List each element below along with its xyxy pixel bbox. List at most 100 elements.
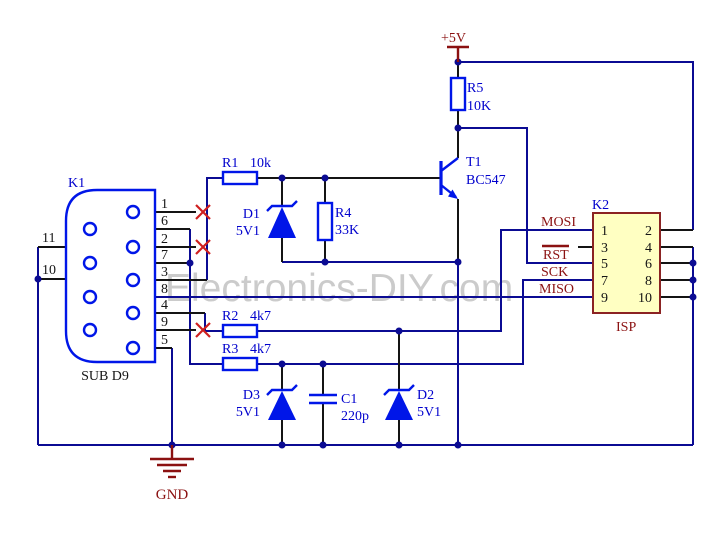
k2-pin-number: 8 [645, 274, 652, 289]
resistor-r4: R4 33K [316, 201, 359, 242]
zener-d1: D1 5V1 [236, 200, 298, 239]
r1-designator: R1 [222, 156, 238, 171]
r5-designator: R5 [467, 81, 483, 96]
vcc-symbol: +5V [441, 31, 469, 62]
k1-pin1-circle [125, 204, 141, 220]
k1-body [64, 188, 157, 364]
capacitor-c1: C1 220p [309, 392, 369, 424]
k2-pin-number: 9 [601, 291, 608, 306]
k1-type-label: SUB D9 [81, 369, 129, 384]
k2-type-label: ISP [616, 320, 636, 335]
r4-body [316, 201, 334, 242]
k1-pin-number: 3 [161, 265, 168, 280]
k1-pin3-circle [125, 272, 141, 288]
junction-dot [34, 275, 42, 283]
wire-mosi-run [257, 229, 593, 332]
zener-d2: D2 5V1 [383, 384, 441, 420]
signal-labels: MOSI RST SCK MISO [539, 215, 576, 297]
k1-pin-number: 6 [161, 214, 168, 229]
r5-value: 10K [467, 99, 491, 114]
d2-value: 5V1 [417, 405, 441, 420]
no-connect-marks [195, 204, 211, 338]
zener-d3: D3 5V1 [236, 384, 298, 420]
wire-sck-run [257, 279, 593, 365]
junction-dot [278, 360, 286, 368]
resistor-r5: R5 10K [449, 76, 491, 114]
t1-collector-lead [440, 157, 459, 172]
no-connect-x-icon [195, 204, 211, 220]
k1-pin9-circle [82, 322, 98, 338]
k1-pin6-circle [82, 221, 98, 237]
c1-value: 220p [341, 409, 369, 424]
k2-pin-number: 3 [601, 241, 608, 256]
miso-label: MISO [539, 282, 574, 297]
k2-body [592, 212, 661, 314]
resistor-r2: R2 4k7 [221, 309, 271, 339]
r2-body [221, 323, 259, 339]
d1-value: 5V1 [236, 224, 260, 239]
k1-designator: K1 [68, 176, 85, 191]
t1-emitter-arrow-icon [448, 189, 458, 199]
sck-label: SCK [541, 265, 568, 280]
k1-shell-pin-number: 10 [42, 263, 56, 278]
junction-dot [278, 174, 286, 182]
k2-pin-number: 5 [601, 257, 608, 272]
k1-pin-number: 7 [161, 248, 168, 263]
k2-pin-number: 2 [645, 224, 652, 239]
d1-anode-triangle [268, 207, 296, 238]
d1-designator: D1 [243, 207, 260, 222]
wire-vcc-run [458, 61, 694, 230]
k1-pin7-circle [82, 255, 98, 271]
wire-pin67-to-r3 [189, 229, 223, 365]
junction-dot [278, 441, 286, 449]
junction-dots [34, 58, 697, 449]
k2-pin-number: 10 [638, 291, 652, 306]
k2-pin-number: 4 [645, 241, 652, 256]
wire-pin4-to-r2 [204, 313, 223, 332]
resistor-r1: R1 10k [221, 156, 271, 186]
junction-dot [319, 360, 327, 368]
junction-dot [689, 276, 697, 284]
no-connect-x-icon [195, 239, 211, 255]
r5-body [449, 76, 467, 112]
wire-rst-run [458, 127, 593, 264]
d2-anode-triangle [385, 391, 413, 420]
k2-pin-number: 6 [645, 257, 652, 272]
connector-k2: K2 ISP 1 3 5 7 9 2 4 6 8 10 [592, 198, 661, 335]
r1-value: 10k [250, 156, 271, 171]
k1-pin8-circle [82, 289, 98, 305]
d3-cathode-bar [266, 384, 298, 396]
vcc-label: +5V [441, 31, 466, 46]
mosi-label: MOSI [541, 215, 576, 230]
no-connect-x-icon [195, 322, 211, 338]
k1-pin5-circle [125, 340, 141, 356]
r1-body [221, 170, 259, 186]
k1-pin-number: 9 [161, 315, 168, 330]
d2-designator: D2 [417, 388, 434, 403]
k1-pin-number: 4 [161, 298, 168, 313]
k1-pin-number: 1 [161, 197, 168, 212]
junction-dot [689, 293, 697, 301]
junction-dot [395, 441, 403, 449]
d1-cathode-bar [266, 200, 298, 212]
resistor-r3: R3 4k7 [221, 342, 271, 372]
t1-designator: T1 [466, 155, 482, 170]
junction-dot [395, 327, 403, 335]
rst-label: RST [543, 248, 569, 263]
k2-pin-number: 1 [601, 224, 608, 239]
junction-dot [186, 259, 194, 267]
watermark-text: Electronics-DIY.com [165, 267, 513, 310]
transistor-t1: T1 BC547 [439, 155, 506, 199]
k1-pin-number: 2 [161, 232, 168, 247]
junction-dot [321, 258, 329, 266]
t1-value: BC547 [466, 173, 506, 188]
wire-pin3-to-r1 [206, 177, 223, 280]
r4-value: 33K [335, 223, 359, 238]
k1-pin4-circle [125, 305, 141, 321]
gnd-label: GND [156, 487, 189, 503]
r4-designator: R4 [335, 206, 351, 221]
r2-value: 4k7 [250, 309, 271, 324]
junction-dot [454, 441, 462, 449]
